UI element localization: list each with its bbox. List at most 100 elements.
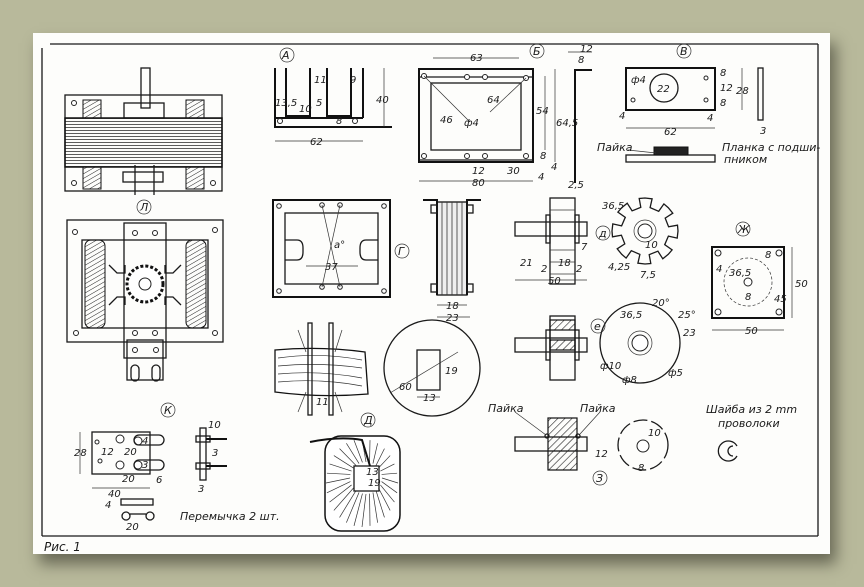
figure-zh-plate: 4 36,5 8 8 50 45 50 Ж <box>711 221 808 337</box>
winding-line <box>361 493 367 528</box>
winding-line <box>381 472 398 475</box>
plate-caption-line-1: Планка с подши- <box>722 141 820 154</box>
dimension-label: 13,5 <box>275 98 297 109</box>
dimension-label: 8 <box>638 463 644 474</box>
dimension-label: 54 <box>536 106 549 117</box>
winding-line <box>372 492 378 523</box>
solder-label: Пайка <box>488 402 524 415</box>
figure-g-frame: a° 37 Г <box>272 199 410 298</box>
dimension-label: 3 <box>760 126 766 137</box>
winding-line <box>380 463 395 472</box>
dimension-label: 20 <box>124 447 137 458</box>
winding-line <box>381 481 398 494</box>
dimension-label: 80 <box>472 178 485 189</box>
lamination-stack: 18 23 <box>423 199 481 324</box>
dimension-label: 50 <box>745 326 758 337</box>
dimension-label: 64,5 <box>556 118 578 129</box>
dimension-label: 8 <box>336 116 342 127</box>
dimension-label: 3 <box>212 448 218 459</box>
dimension-label: ф4 <box>464 118 479 129</box>
dimension-label: 62 <box>664 127 677 138</box>
dimension-label: 4,25 <box>608 262 630 273</box>
figure-letter: Ж <box>737 223 751 236</box>
dimension-label: 28 <box>74 448 87 459</box>
winding-line <box>381 477 399 484</box>
dimension-label: 8 <box>578 55 584 66</box>
winding-line <box>380 484 395 503</box>
solder-label: Пайка <box>580 402 616 415</box>
dimension-label: 10 <box>299 104 312 115</box>
dimension-label: 64 <box>487 95 500 106</box>
dimension-label: 36,5 <box>729 268 751 279</box>
plate-caption-line-2: пником <box>724 153 767 166</box>
dimension-label: 11 <box>316 397 329 408</box>
figure-d-winding-jig: 11 Д 60 19 13 <box>274 319 481 428</box>
dimension-label: 7 <box>581 242 588 253</box>
dimension-label: ф4 <box>631 75 646 86</box>
dimension-label: 45 <box>774 294 787 305</box>
dimension-label: 4 <box>105 500 111 511</box>
dimension-label: 23 <box>446 313 459 324</box>
dimension-label: 30 <box>507 166 520 177</box>
figure-dd-rotor: 21 2 18 2 7 50 д 36,5 10 4,25 7,5 <box>514 197 679 287</box>
dimension-label: 8 <box>720 68 726 79</box>
dimension-label: 12 <box>101 447 114 458</box>
winding-line <box>378 455 391 469</box>
figure-letter: В <box>680 45 688 58</box>
dimension-label: 22 <box>657 84 670 95</box>
dimension-label: 25° <box>678 310 696 321</box>
dimension-label: 3 <box>142 460 148 471</box>
coil-winding <box>325 438 399 528</box>
dimension-label: 12 <box>472 166 485 177</box>
dimension-label: 21 <box>520 258 533 269</box>
dimension-label: 10 <box>648 428 661 439</box>
dimension-label: 8 <box>765 250 771 261</box>
dimension-label: 11 <box>314 75 327 86</box>
solder-label: Пайка <box>597 141 633 154</box>
dimension-label: 20 <box>126 522 139 533</box>
figure-letter: З <box>596 472 603 485</box>
winding-line <box>329 463 352 472</box>
dimension-label: 4 <box>619 111 625 122</box>
dimension-label: 8 <box>720 98 726 109</box>
winding-line <box>333 455 354 469</box>
dimension-label: 50 <box>548 276 561 287</box>
dimension-label: 4 <box>538 172 544 183</box>
figure-letter: Д <box>363 414 373 427</box>
winding-line <box>375 490 385 518</box>
figure-v-bearing-plate: В ф4 22 8 12 8 28 4 4 62 3 Пайка Планка … <box>597 43 820 166</box>
dimension-label: 3 <box>198 484 204 495</box>
figure-i-coil: 13 19 <box>309 435 401 532</box>
winding-line <box>326 472 351 475</box>
dimension-label: 40 <box>376 95 389 106</box>
figure-k-terminal-board: 28 12 20 4 3 20 6 40 4 20 К 10 3 3 Перем… <box>74 402 280 533</box>
dimension-label: 4 <box>716 264 722 275</box>
dimension-label: 36,5 <box>602 201 624 212</box>
winding-line <box>326 481 351 494</box>
dimension-label: 5 <box>316 98 322 109</box>
dimension-label: 4 <box>551 162 557 173</box>
washer-caption-line-1: Шайба из 2 mm <box>706 403 797 416</box>
winding-line <box>329 484 352 503</box>
dimension-label: 19 <box>368 478 381 489</box>
winding-line <box>353 493 363 526</box>
winding-line <box>378 487 391 511</box>
dimension-label: 18 <box>558 258 571 269</box>
dimension-label: 8 <box>745 292 751 303</box>
winding-line <box>375 448 385 466</box>
dimension-label: 13 <box>366 467 379 478</box>
dimension-label: 2 <box>576 264 582 275</box>
dimension-label: 19 <box>445 366 458 377</box>
dimension-label: ф10 <box>600 361 621 372</box>
winding-line <box>339 448 357 466</box>
figure-z-assembly: Пайка Пайка 12 З 10 8 Шайба из 2 mm пров… <box>488 402 797 486</box>
wire-washer-icon <box>717 440 738 462</box>
gear-outline <box>611 197 679 265</box>
dimension-label: 9 <box>350 75 356 86</box>
figure-letter: е <box>594 320 601 333</box>
dimension-label: 13 <box>423 393 436 404</box>
winding-line <box>339 490 357 518</box>
winding-line <box>353 439 363 463</box>
dimension-label: 60 <box>399 382 412 393</box>
